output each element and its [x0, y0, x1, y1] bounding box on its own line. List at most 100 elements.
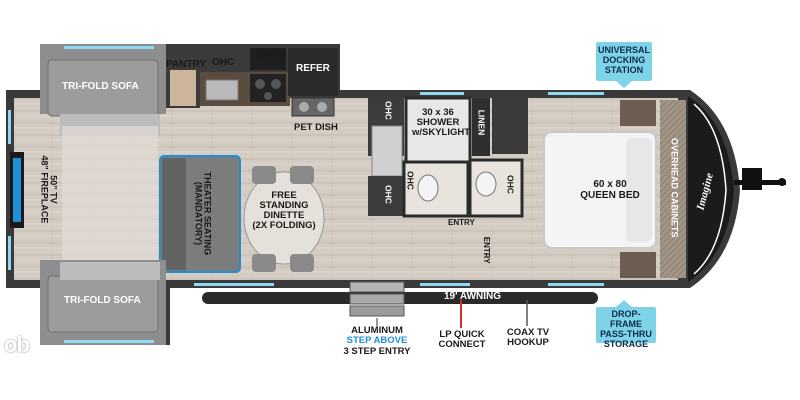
- linen-cabinet: [472, 98, 490, 156]
- bath-cabinet-bottom: [368, 176, 404, 216]
- badge-drop-frame: DROP-FRAME PASS-THRU STORAGE: [596, 307, 656, 349]
- window: [420, 92, 464, 95]
- label-fireplace: 48" FIREPLACE: [39, 155, 49, 224]
- window: [194, 283, 274, 286]
- window: [8, 236, 11, 270]
- dinette-chair: [252, 254, 276, 272]
- label-tv-fireplace: 50" TV 48" FIREPLACE: [39, 129, 58, 249]
- front-cap: [688, 96, 734, 282]
- label-theater-seating-line2: (MANDATORY): [193, 181, 203, 246]
- label-tv: 50" TV: [48, 175, 59, 204]
- label-linen: LINEN: [476, 109, 487, 136]
- callout-coax-line2: HOOKUP: [507, 337, 549, 349]
- window: [548, 283, 604, 286]
- window: [548, 92, 604, 95]
- label-entry-door: ENTRY: [482, 236, 492, 264]
- label-shower-line2: SHOWER: [416, 116, 460, 128]
- pet-dish-bowl: [317, 102, 327, 112]
- top-sofa-window: [64, 46, 154, 49]
- label-queen-bed: 60 x 80 QUEEN BED: [570, 179, 650, 201]
- pet-dish: [291, 97, 335, 117]
- sink-basin: [205, 79, 239, 101]
- callout-aluminum-step-line2: STEP ABOVE: [346, 335, 408, 347]
- callout-coax-tv: COAX TV HOOKUP: [502, 327, 554, 349]
- label-dinette-line3: DINETTE: [263, 209, 305, 221]
- label-ohc-bath-top: OHC: [383, 101, 394, 120]
- badge-universal-pointer: [616, 81, 632, 88]
- label-dinette-line1: FREE: [271, 190, 297, 201]
- label-dinette-line2: STANDING: [259, 199, 309, 211]
- hitch-ball: [778, 178, 786, 186]
- bottom-sofa-seat: [60, 262, 160, 280]
- entry-step: [349, 293, 405, 305]
- callout-aluminum-step-line3: 3 STEP ENTRY: [343, 345, 411, 357]
- badge-drop-frame-pointer: [616, 300, 632, 307]
- bath-floor-partition: [402, 160, 470, 218]
- label-theater-seating-line1: THEATER SEATING: [202, 171, 213, 256]
- entry-step: [349, 281, 405, 293]
- bath-vanity: [371, 125, 403, 177]
- hitch-jack: [742, 168, 762, 190]
- label-awning: 19' AWNING: [444, 291, 502, 302]
- living-rug: [62, 126, 158, 266]
- label-tri-fold-sofa-bottom: TRI-FOLD SOFA: [64, 295, 141, 306]
- badge-drop-frame-line1: DROP-FRAME: [610, 309, 642, 330]
- dinette-table: [243, 171, 325, 265]
- label-ohc-bath-bottom: OHC: [383, 185, 394, 204]
- label-micro: MICRO: [256, 49, 286, 59]
- entry-step: [349, 305, 405, 317]
- label-ohc-kitchen: OHC: [212, 57, 235, 68]
- label-queen-bed-size: 60 x 80: [593, 179, 627, 190]
- badge-universal-docking: UNIVERSAL DOCKING STATION: [596, 42, 652, 81]
- label-pantry: PANTRY: [166, 59, 206, 70]
- theater-seat-highlight: [159, 155, 241, 273]
- dinette-chair: [290, 166, 314, 184]
- dinette-chair: [252, 166, 276, 184]
- hitch-tongue: [734, 180, 786, 185]
- bedroom-nightstand-top: [620, 100, 656, 126]
- dinette-chair: [290, 254, 314, 272]
- label-dinette: FREE STANDING DINETTE (2X FOLDING): [244, 191, 324, 231]
- bedroom-nightstand-bottom: [620, 252, 656, 278]
- label-tri-fold-sofa-top: TRI-FOLD SOFA: [62, 81, 139, 92]
- callout-lp-quick-connect: LP QUICK CONNECT: [436, 329, 488, 351]
- microwave: [250, 48, 286, 70]
- overhead-cabinets: [660, 100, 686, 278]
- label-ohc-center: OHC: [405, 171, 416, 190]
- badge-universal-line2: DOCKING: [602, 55, 646, 66]
- theater-seat-back: [162, 158, 186, 270]
- callout-lp-line2: CONNECT: [438, 339, 486, 351]
- pet-dish-bowl: [299, 102, 309, 112]
- front-cap-stripe: [693, 103, 727, 275]
- label-pet-dish: PET DISH: [294, 122, 338, 133]
- label-shower-line3: w/SKYLIGHT: [412, 126, 471, 138]
- lav-sink: [475, 171, 497, 197]
- stove-burner: [255, 79, 265, 89]
- label-entry-bath: ENTRY: [448, 218, 475, 227]
- toilet: [417, 174, 439, 202]
- label-refer: REFER: [296, 63, 330, 74]
- bottom-sofa-window: [64, 340, 154, 343]
- callout-lp-line1: LP QUICK: [439, 329, 485, 340]
- label-theater-seating: THEATER SEATING (MANDATORY): [193, 153, 212, 273]
- tv-screen: [13, 158, 21, 222]
- callout-aluminum-step-line1: ALUMINUM: [351, 325, 403, 336]
- linen-shelves: [492, 98, 528, 154]
- badge-drop-frame-line3: STORAGE: [603, 339, 649, 350]
- label-shower-line1: 30 x 36: [422, 107, 454, 118]
- watermark-logo: ob: [4, 332, 30, 357]
- stove-burner: [271, 79, 281, 89]
- window: [8, 110, 11, 144]
- badge-universal-line3: STATION: [604, 65, 644, 76]
- bed-pillows: [626, 138, 652, 242]
- stove-burner: [264, 92, 272, 100]
- label-overhead-cabinets: OVERHEAD CABINETS: [669, 137, 680, 238]
- window: [420, 283, 470, 286]
- label-dinette-line4: (2X FOLDING): [252, 219, 316, 231]
- label-shower: 30 x 36 SHOWER w/SKYLIGHT: [412, 107, 471, 138]
- callout-aluminum-step: ALUMINUM STEP ABOVE 3 STEP ENTRY: [340, 325, 414, 357]
- badge-drop-frame-line2: PASS-THRU: [600, 329, 652, 340]
- label-ohc-right: OHC: [505, 175, 516, 194]
